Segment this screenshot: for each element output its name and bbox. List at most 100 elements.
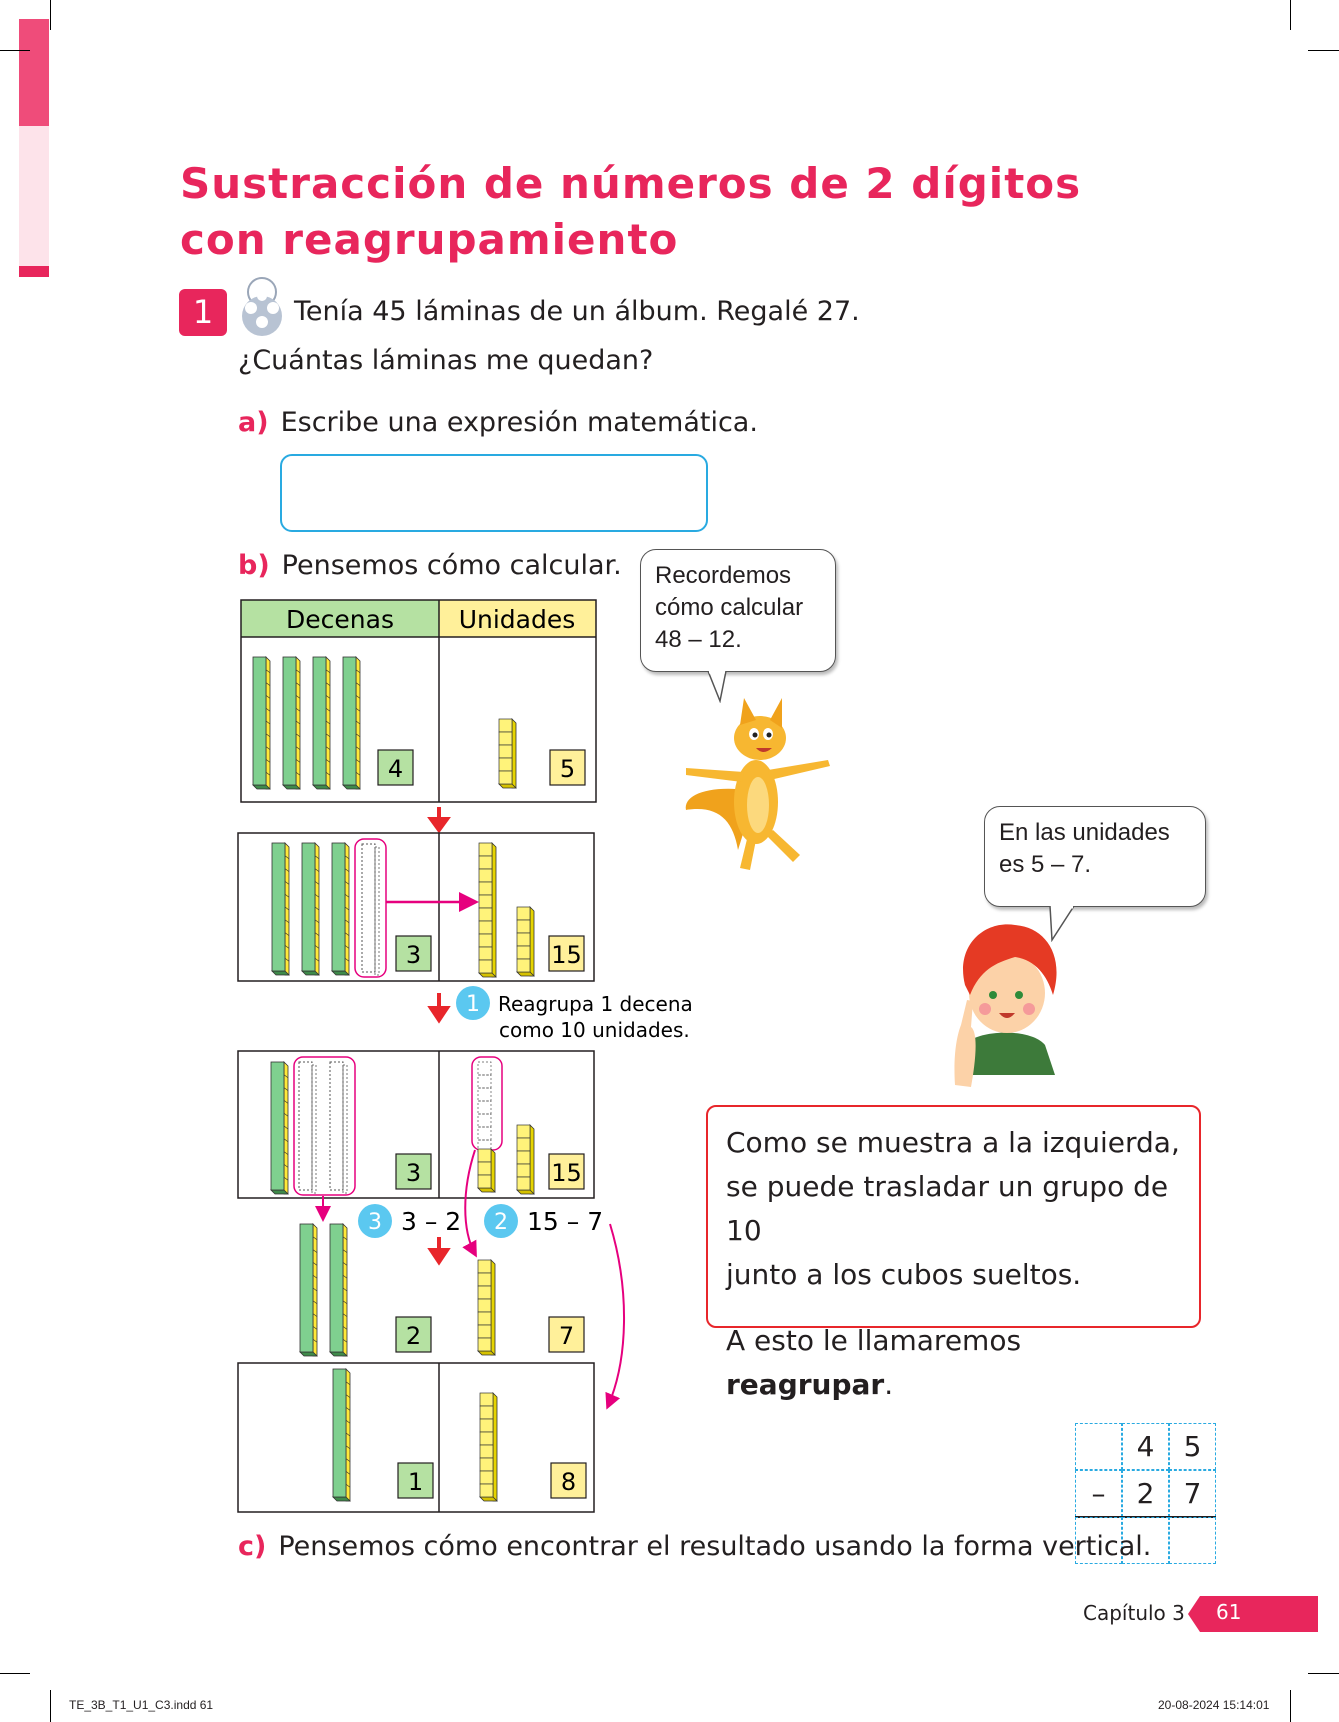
crop-mark [0, 50, 30, 51]
expression-input[interactable] [280, 454, 708, 532]
count-box: 2 [395, 1316, 432, 1353]
table-result [237, 1362, 595, 1513]
part-a-prompt: a)Escribe una expresión matemática. [238, 406, 758, 440]
part-b-prompt: b) Pensemos cómo calcular. [238, 549, 622, 583]
note-line1: Reagrupa 1 decena [498, 992, 693, 1016]
bubble-line: 48 – 12. [655, 626, 742, 653]
page-tab [1188, 1596, 1318, 1632]
bubble-line: En las unidades [999, 819, 1170, 846]
grid-cell: 4 [1122, 1423, 1169, 1470]
count-value: 5 [560, 755, 575, 783]
grid-cell: – [1075, 1470, 1122, 1517]
grid-cell: 2 [1122, 1470, 1169, 1517]
reagrupar-info-box: Como se muestra a la izquierda, se puede… [706, 1105, 1201, 1401]
header-unidades-bg [439, 600, 596, 637]
part-b-label: b) [238, 550, 270, 581]
count-box: 7 [548, 1316, 585, 1353]
step-circle-1 [456, 986, 490, 1020]
info-line: se puede trasladar un grupo de 10 [726, 1170, 1169, 1247]
side-bar-light [19, 126, 49, 266]
count-box: 5 [549, 749, 586, 786]
count-box: 1 [397, 1462, 434, 1499]
crop-mark [1290, 0, 1291, 30]
note-line2: como 10 unidades. [499, 1018, 690, 1042]
answer-cell[interactable] [1075, 1517, 1122, 1564]
count-value: 8 [561, 1468, 576, 1496]
unit-cubes [479, 1392, 498, 1502]
table-step3 [237, 1050, 595, 1199]
removed-ten-rod [361, 843, 380, 976]
operation-tens: 3 – 2 [401, 1207, 461, 1236]
bubble-tail [707, 671, 727, 703]
unit-cubes [478, 842, 497, 978]
count-box: 3 [395, 1153, 432, 1190]
answer-cell[interactable] [1169, 1517, 1216, 1564]
removed-unit-cubes [477, 1061, 492, 1154]
part-c-label: c) [238, 1531, 267, 1562]
bubble-line: Recordemos [655, 562, 792, 589]
page-title-line2: con reagrupamiento [180, 215, 679, 264]
header-decenas-bg [241, 600, 439, 637]
header-unidades: Unidades [459, 605, 576, 634]
side-bar-end [19, 266, 49, 277]
count-value: 4 [388, 755, 403, 783]
header-decenas: Decenas [286, 605, 394, 634]
crop-mark [1290, 1690, 1291, 1722]
removed-ten-rod [298, 1061, 317, 1194]
part-a-text: Escribe una expresión matemática. [280, 407, 758, 438]
unit-cubes [477, 1259, 496, 1356]
page-title-line1: Sustracción de números de 2 dígitos [180, 159, 1082, 208]
subtract-units-highlight [471, 1056, 503, 1151]
count-value: 2 [406, 1322, 421, 1350]
count-box: 3 [395, 935, 432, 972]
count-box: 15 [548, 1153, 585, 1190]
crop-mark [0, 1673, 30, 1674]
bubble-line: cómo calcular [655, 594, 804, 621]
ten-rod [301, 842, 320, 976]
grid-cell: 5 [1169, 1423, 1216, 1470]
count-value: 15 [551, 1159, 582, 1187]
subtract-tens-highlight [293, 1056, 356, 1196]
ten-rod [329, 1223, 348, 1357]
count-value: 3 [406, 941, 421, 969]
table-step2 [237, 832, 595, 982]
unit-cubes [516, 906, 535, 977]
table-step1 [240, 599, 597, 803]
boy-character [954, 924, 1057, 1087]
chapter-label: Capítulo 3 [1083, 1601, 1185, 1625]
operation-units: 15 – 7 [527, 1207, 603, 1236]
ten-rod [282, 656, 301, 790]
vertical-subtraction-grid: 4 5 – 2 7 [1075, 1423, 1216, 1564]
unit-cubes [477, 1148, 496, 1193]
count-value: 1 [408, 1468, 423, 1496]
slug-file: TE_3B_T1_U1_C3.indd 61 [69, 1698, 214, 1712]
ten-rod [332, 1368, 351, 1502]
ten-rod [331, 842, 350, 976]
page-number: 61 [1216, 1600, 1242, 1624]
count-box: 4 [377, 749, 414, 786]
curved-arrow [462, 1149, 477, 1258]
crop-mark [1308, 50, 1339, 51]
part-b-text: Pensemos cómo calcular. [281, 550, 622, 581]
fox-character [685, 698, 830, 870]
problem-statement: Tenía 45 láminas de un álbum. Regalé 27. [294, 296, 860, 327]
bubble-tail [1049, 906, 1075, 942]
count-value: 3 [406, 1159, 421, 1187]
step-number: 3 [368, 1210, 382, 1235]
crop-mark [50, 0, 51, 30]
unit-cubes [498, 718, 517, 789]
info-line: A esto le llamaremos reagrupar. [726, 1319, 1181, 1407]
crop-mark [1308, 1673, 1339, 1674]
info-text: . [884, 1368, 894, 1401]
ten-rod [342, 656, 361, 790]
problem-number-badge: 1 [179, 289, 227, 336]
slug-date: 20-08-2024 15:14:01 [1158, 1698, 1270, 1712]
count-value: 15 [551, 941, 582, 969]
answer-cell[interactable] [1122, 1517, 1169, 1564]
part-c-text: Pensemos cómo encontrar el resultado usa… [278, 1531, 1152, 1562]
regroup-highlight [354, 838, 387, 978]
side-bar-accent [19, 19, 49, 126]
curved-arrow [605, 1223, 625, 1410]
problem-question: ¿Cuántas láminas me quedan? [238, 345, 654, 376]
step-circle-2 [484, 1204, 518, 1238]
